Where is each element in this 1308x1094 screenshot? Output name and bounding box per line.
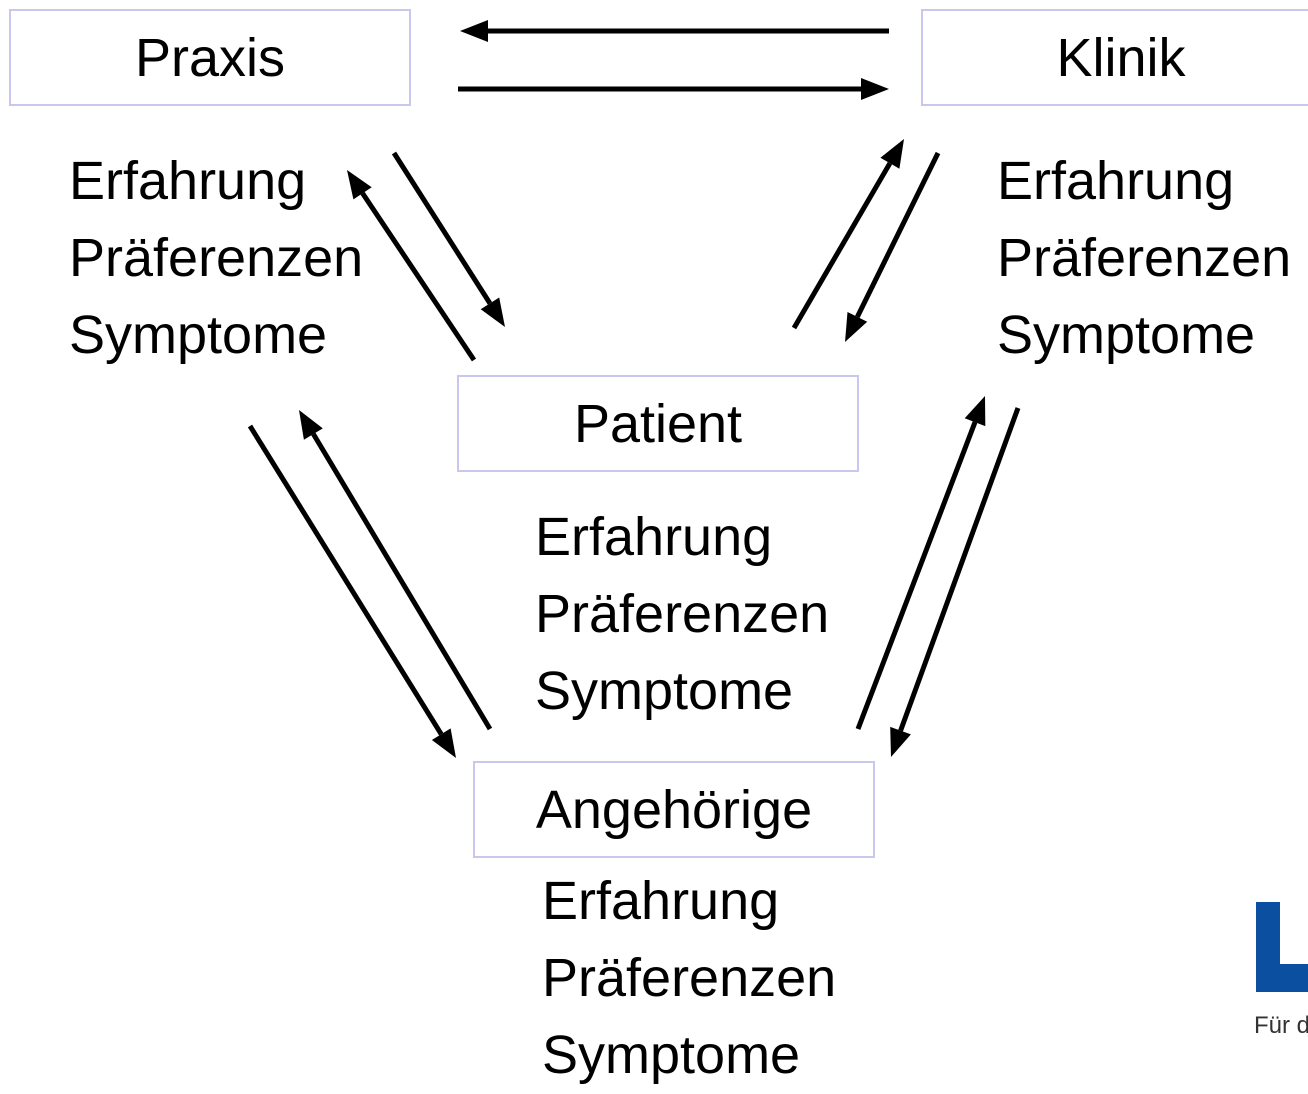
patient-label: Patient bbox=[573, 393, 743, 454]
arrow-praxis-to-angehoerige-shaft bbox=[247, 424, 444, 736]
logo-mark bbox=[1256, 902, 1308, 992]
arrow-praxis-to-klinik-head bbox=[861, 78, 889, 100]
arrow-praxis-to-angehoerige-head bbox=[431, 728, 456, 758]
praxis-attributes: Erfahrung Präferenzen Symptome bbox=[69, 143, 363, 374]
patient-box: Patient bbox=[457, 375, 859, 472]
arrow-angehoerige-to-praxis-shaft bbox=[311, 432, 493, 731]
arrow-praxis-to-patient-head bbox=[480, 297, 505, 327]
angehoerige-attr-erfahrung: Erfahrung bbox=[542, 871, 780, 931]
klinik-attributes: Erfahrung Präferenzen Symptome bbox=[997, 143, 1291, 374]
arrow-praxis-to-patient-shaft bbox=[391, 151, 493, 305]
klinik-attr-symptome: Symptome bbox=[997, 305, 1256, 365]
arrow-klinik-to-praxis-head bbox=[460, 20, 488, 42]
patient-attr-symptome: Symptome bbox=[535, 661, 794, 721]
arrow-klinik-to-angehoerige-shaft bbox=[898, 407, 1021, 732]
patient-attributes: Erfahrung Präferenzen Symptome bbox=[535, 499, 829, 730]
arrow-angehoerige-to-klinik-head bbox=[964, 396, 986, 427]
arrow-angehoerige-to-klinik-shaft bbox=[855, 421, 978, 730]
angehoerige-attr-praeferenzen: Präferenzen bbox=[542, 948, 837, 1008]
arrow-patient-to-praxis-head bbox=[347, 170, 372, 200]
klinik-attr-erfahrung: Erfahrung bbox=[997, 151, 1235, 211]
logo-caption: Für d bbox=[1254, 1012, 1308, 1039]
logo-l-icon bbox=[1256, 902, 1308, 992]
arrow-patient-to-klinik-shaft bbox=[791, 161, 893, 330]
patient-attr-praeferenzen: Präferenzen bbox=[535, 584, 830, 644]
angehoerige-label: Angehörige bbox=[535, 779, 813, 840]
angehoerige-attr-symptome: Symptome bbox=[542, 1025, 801, 1085]
klinik-attr-praeferenzen: Präferenzen bbox=[997, 228, 1292, 288]
arrow-klinik-to-patient-shaft bbox=[855, 151, 941, 318]
patient-attr-erfahrung: Erfahrung bbox=[535, 507, 773, 567]
arrow-klinik-to-angehoerige-head bbox=[890, 726, 911, 757]
praxis-attr-praeferenzen: Präferenzen bbox=[69, 228, 364, 288]
praxis-box: Praxis bbox=[9, 9, 411, 106]
praxis-attr-symptome: Symptome bbox=[69, 305, 328, 365]
arrow-patient-to-praxis-shaft bbox=[360, 191, 477, 362]
praxis-attr-erfahrung: Erfahrung bbox=[69, 151, 307, 211]
klinik-label: Klinik bbox=[1056, 27, 1186, 88]
arrow-angehoerige-to-praxis-head bbox=[299, 410, 323, 440]
klinik-box: Klinik bbox=[921, 9, 1308, 106]
arrow-klinik-to-patient-head bbox=[845, 312, 868, 342]
arrow-patient-to-klinik-head bbox=[880, 139, 904, 169]
angehoerige-attributes: Erfahrung Präferenzen Symptome bbox=[542, 863, 836, 1094]
praxis-label: Praxis bbox=[134, 27, 286, 88]
angehoerige-box: Angehörige bbox=[473, 761, 875, 858]
